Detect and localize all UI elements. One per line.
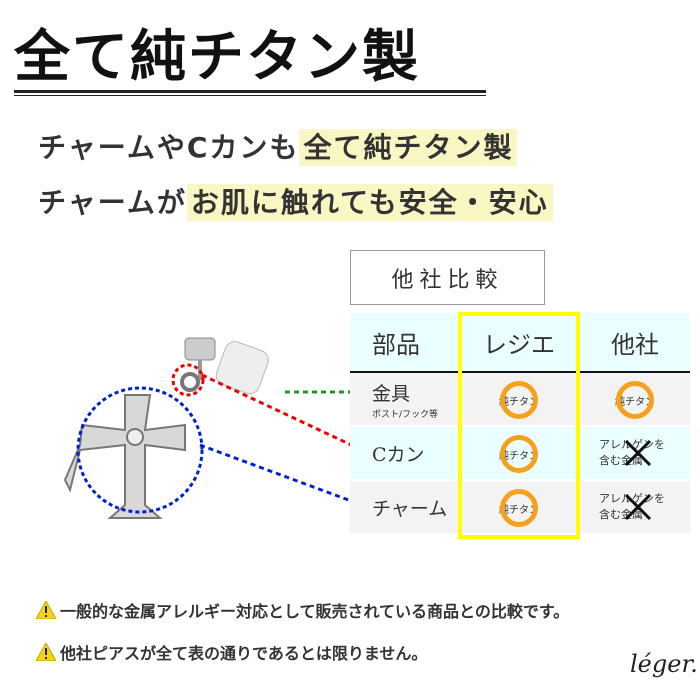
title-underline [14,90,486,93]
c-kan-circle [171,363,205,397]
ng-cross-icon [624,493,652,521]
header-part: 部品 [350,313,458,373]
feature-text: チャームが [38,186,187,219]
table-row: Cカン 純チタン アレルゲンを含む金属 [350,426,690,481]
header-other: 他社 [580,313,690,373]
table-header-row: 部品 レジエ 他社 [350,313,690,373]
charm-circle [76,386,204,514]
comparison-table: 部品 レジエ 他社 金具ポスト/フック等 純チタン 純チタン Cカン 純チタン … [350,313,690,535]
table-row: チャーム 純チタン アレルゲンを含む金属 [350,480,690,535]
ok-circle-icon [500,435,538,473]
leger-column-highlight [458,312,580,539]
note-text: 一般的な金属アレルギー対応として販売されている商品との比較です。 [60,602,570,621]
table-row: 金具ポスト/フック等 純チタン 純チタン [350,372,690,427]
page-title: 全て純チタン製 [14,25,420,90]
brand-logo: léger. [630,650,698,678]
c-kan-pointer [201,373,363,452]
ok-circle-icon [616,381,654,419]
part-name: Cカン [372,443,425,466]
ok-circle-icon [500,489,538,527]
leger-cell: 純チタン [458,372,580,427]
feature-text: チャームやCカンも [38,131,300,164]
leger-cell: 純チタン [458,480,580,535]
ok-circle-icon [500,381,538,419]
part-name: 金具 [372,382,411,405]
header-leger: レジエ [458,313,580,373]
part-cell: 金具ポスト/フック等 [350,372,458,427]
comparison-label: 他社比較 [350,250,545,305]
note-text: 他社ピアスが全て表の通りであるとは限りません。 [60,644,428,663]
part-name: チャーム [372,497,448,520]
ng-cross-icon [624,439,652,467]
leger-cell: 純チタン [458,426,580,481]
note-1: 一般的な金属アレルギー対応として販売されている商品との比較です。 [36,598,569,622]
feature-highlight: お肌に触れても安全・安心 [186,184,553,221]
warning-icon [36,601,56,619]
other-cell: 純チタン [580,372,690,427]
part-cell: Cカン [350,426,458,481]
earring-post [180,337,269,395]
other-cell: アレルゲンを含む金属 [580,480,690,535]
part-sub: ポスト/フック等 [372,409,439,420]
charm-pointer [199,443,363,507]
earring-illustration [63,337,363,519]
note-2: 他社ピアスが全て表の通りであるとは限りません。 [36,640,427,664]
warning-icon [36,643,56,661]
feature-line-2: チャームがお肌に触れても安全・安心 [38,181,553,221]
feature-line-1: チャームやCカンも全て純チタン製 [38,126,518,166]
part-cell: チャーム [350,480,458,535]
other-cell: アレルゲンを含む金属 [580,426,690,481]
feature-highlight: 全て純チタン製 [299,129,518,166]
title-underline-thin [14,95,486,96]
cross-charm [63,394,186,519]
